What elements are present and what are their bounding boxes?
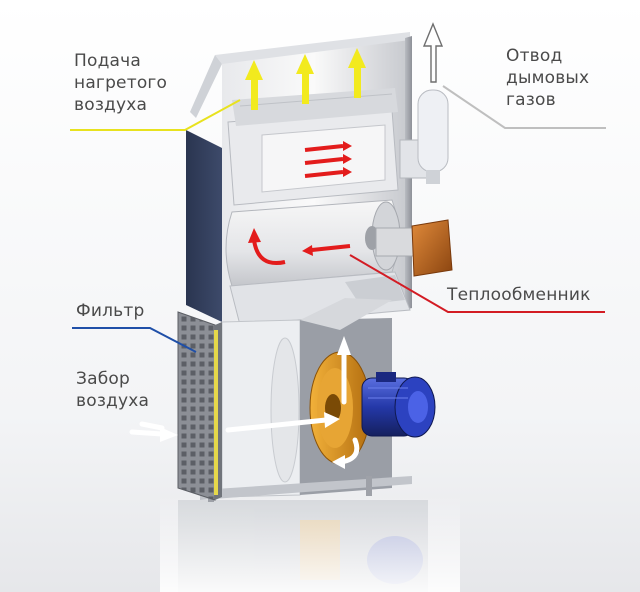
red-arrow-icon xyxy=(304,141,352,178)
intake-label-line2: воздуха xyxy=(76,391,150,411)
supply-label-line2: нагретого xyxy=(74,73,168,93)
exhaust-leader-line xyxy=(442,85,606,129)
filter-label-text: Фильтр xyxy=(76,301,145,321)
filter-label: Фильтр xyxy=(76,300,144,322)
flame-arrows xyxy=(248,141,352,265)
white-arrow-icon xyxy=(129,421,178,442)
white-arrow-icon xyxy=(332,437,360,469)
supply-label: Подача нагретого воздуха xyxy=(74,50,167,116)
filter-panel xyxy=(177,311,222,501)
yellow-up-arrow-icon xyxy=(296,54,314,104)
hot-air-arrows xyxy=(245,48,366,110)
supply-label-line1: Подача xyxy=(74,51,142,71)
supply-leader-line xyxy=(70,99,241,131)
exhaust-label: Отвод дымовых газов xyxy=(506,45,589,111)
motor xyxy=(361,372,436,438)
exchanger-leader-line xyxy=(349,254,605,313)
red-arrow-icon xyxy=(248,228,286,265)
white-arrow-icon xyxy=(225,412,340,433)
exhaust-label-line1: Отвод xyxy=(506,46,563,66)
intake-arrows xyxy=(129,336,360,469)
combustion-chamber xyxy=(225,199,401,287)
yellow-up-arrow-icon xyxy=(245,60,263,110)
chimney xyxy=(399,89,449,184)
yellow-up-arrow-icon xyxy=(348,48,366,98)
filter-leader-line xyxy=(72,327,197,353)
intake-label-line1: Забор xyxy=(76,369,130,389)
fan xyxy=(309,351,371,465)
red-arrow-icon xyxy=(302,244,351,256)
burner xyxy=(375,219,453,277)
heat-exchanger-upper xyxy=(227,88,399,206)
exhaust-label-line2: дымовых xyxy=(506,68,590,88)
white-arrow-icon xyxy=(337,336,351,405)
exchanger-label: Теплообменник xyxy=(447,284,591,306)
leader-lines xyxy=(70,85,606,353)
exchanger-label-text: Теплообменник xyxy=(447,285,591,305)
hollow-up-arrow-icon xyxy=(422,22,444,83)
exhaust-label-line3: газов xyxy=(506,90,556,110)
supply-label-line3: воздуха xyxy=(74,95,148,115)
intake-label: Забор воздуха xyxy=(76,368,149,412)
